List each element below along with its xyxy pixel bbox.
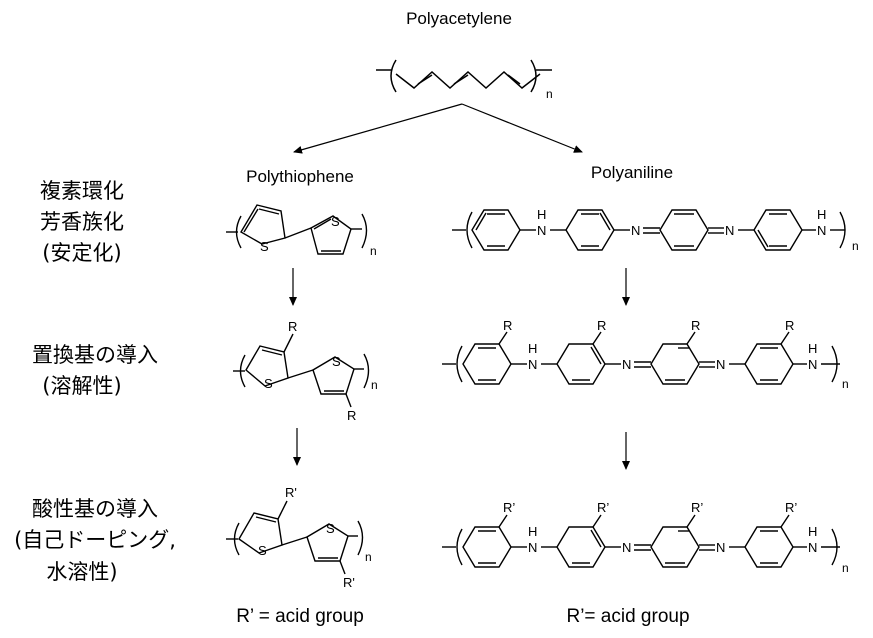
svg-text:芳香族化: 芳香族化 bbox=[40, 210, 124, 234]
label-polyaniline: Polyaniline bbox=[591, 163, 673, 182]
atom-rp-3p2: R’ bbox=[597, 500, 609, 515]
n-subscript: n bbox=[852, 239, 859, 253]
n-subscript: n bbox=[546, 87, 553, 101]
atom-n-3b: N bbox=[622, 540, 631, 555]
n-subscript: n bbox=[370, 244, 377, 258]
branch-arrows bbox=[293, 103, 583, 154]
atom-n-1c: N bbox=[725, 223, 734, 238]
atom-n-2d: N bbox=[808, 357, 817, 372]
stage-2-label: 置換基の導入 (溶解性) bbox=[32, 343, 158, 398]
svg-text:(安定化): (安定化) bbox=[42, 241, 121, 265]
footnote-right: R’= acid group bbox=[566, 606, 689, 627]
atom-rp-3p3: R’ bbox=[691, 500, 703, 515]
atom-n-1d: N bbox=[817, 223, 826, 238]
atom-rp-3a: R' bbox=[285, 485, 297, 500]
atom-s-1b: S bbox=[331, 214, 340, 229]
atom-r-2p2: R bbox=[597, 318, 606, 333]
atom-h-1d: H bbox=[817, 207, 826, 222]
arrow-to-polythiophene bbox=[293, 103, 463, 154]
atom-n-3d: N bbox=[808, 540, 817, 555]
polythiophene-r-structure bbox=[233, 333, 370, 408]
svg-text:酸性基の導入: 酸性基の導入 bbox=[32, 497, 158, 521]
atom-s-2b: S bbox=[332, 354, 341, 369]
atom-n-1b: N bbox=[631, 223, 640, 238]
atom-rp-3p4: R’ bbox=[785, 500, 797, 515]
atom-h-1a: H bbox=[537, 207, 546, 222]
svg-text:複素環化: 複素環化 bbox=[40, 179, 124, 203]
atom-s-3a: S bbox=[258, 543, 267, 558]
arrow-to-polyaniline bbox=[461, 103, 583, 153]
atom-h-2d: H bbox=[808, 341, 817, 356]
atom-n-1a: N bbox=[537, 223, 546, 238]
atom-n-2a: N bbox=[528, 357, 537, 372]
atom-r-2p1: R bbox=[503, 318, 512, 333]
svg-text:置換基の導入: 置換基の導入 bbox=[32, 343, 158, 367]
atom-rp-3p1: R’ bbox=[503, 500, 515, 515]
atom-s-3b: S bbox=[326, 521, 335, 536]
n-subscript: n bbox=[371, 378, 378, 392]
n-subscript: n bbox=[842, 377, 849, 391]
polyaniline-acid-structure bbox=[442, 514, 840, 568]
label-polythiophene: Polythiophene bbox=[246, 167, 354, 186]
atom-rp-3b: R' bbox=[343, 575, 355, 590]
n-subscript: n bbox=[365, 550, 372, 564]
atom-r-2a: R bbox=[288, 319, 297, 334]
atom-r-2b: R bbox=[347, 408, 356, 423]
svg-text:(溶解性): (溶解性) bbox=[42, 374, 121, 398]
stage-3-label: 酸性基の導入 (自己ドーピング, 水溶性) bbox=[14, 497, 176, 584]
atom-h-2a: H bbox=[528, 341, 537, 356]
atom-h-3a: H bbox=[528, 524, 537, 539]
title-polyacetylene: Polyacetylene bbox=[406, 9, 512, 28]
polyaniline-r-structure bbox=[442, 331, 840, 385]
svg-text:(自己ドーピング,: (自己ドーピング, bbox=[14, 528, 176, 552]
polythiophene-structure bbox=[226, 204, 368, 255]
atom-n-3a: N bbox=[528, 540, 537, 555]
atom-s-2a: S bbox=[264, 376, 273, 391]
atom-r-2p4: R bbox=[785, 318, 794, 333]
stage-1-label: 複素環化 芳香族化 (安定化) bbox=[40, 179, 124, 265]
atom-n-2c: N bbox=[716, 357, 725, 372]
svg-text:水溶性): 水溶性) bbox=[46, 560, 117, 584]
n-subscript: n bbox=[842, 561, 849, 575]
footnote-left: R’ = acid group bbox=[236, 606, 364, 627]
atom-r-2p3: R bbox=[691, 318, 700, 333]
polythiophene-acid-structure bbox=[226, 500, 364, 575]
atom-n-2b: N bbox=[622, 357, 631, 372]
atom-h-3d: H bbox=[808, 524, 817, 539]
down-arrows bbox=[289, 268, 630, 470]
polyaniline-structure bbox=[452, 209, 846, 251]
polyacetylene-structure bbox=[376, 59, 552, 93]
atom-n-3c: N bbox=[716, 540, 725, 555]
atom-s-1a: S bbox=[260, 239, 269, 254]
